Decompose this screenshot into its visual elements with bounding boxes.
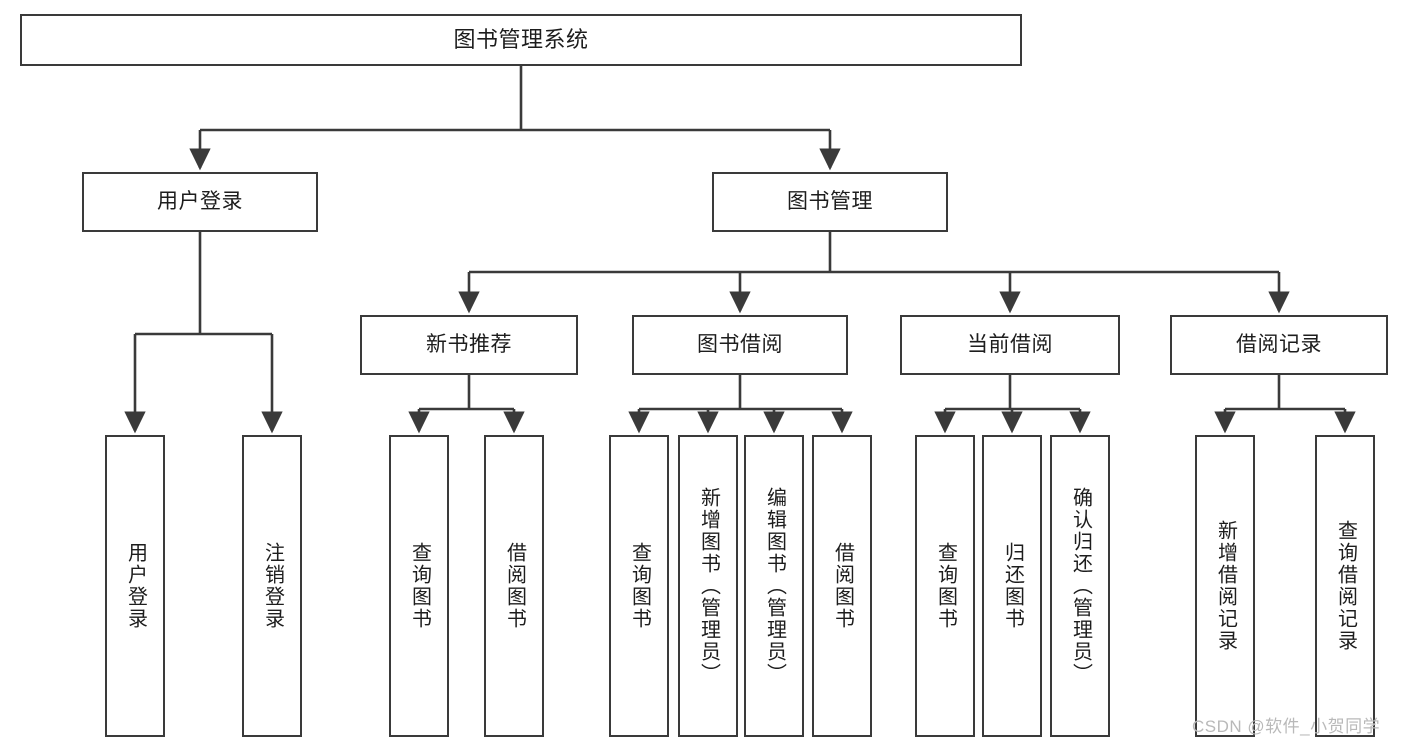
node-new-book-recommend[interactable]: 新书推荐: [360, 315, 578, 375]
node-book-borrow-label: 图书借阅: [697, 332, 783, 356]
node-leaf-add-record[interactable]: 新增借阅记录: [1195, 435, 1255, 737]
node-leaf-user-login-label: 用户登录: [124, 542, 147, 630]
node-book-management[interactable]: 图书管理: [712, 172, 948, 232]
node-leaf-query-book-3[interactable]: 查询图书: [915, 435, 975, 737]
node-current-borrow-label: 当前借阅: [967, 332, 1053, 356]
node-root[interactable]: 图书管理系统: [20, 14, 1022, 66]
node-leaf-edit-book[interactable]: 编辑图书（管理员）: [744, 435, 804, 737]
node-leaf-confirm-return-label: 确认归还（管理员）: [1069, 487, 1092, 685]
node-leaf-add-book[interactable]: 新增图书（管理员）: [678, 435, 738, 737]
node-leaf-return-book[interactable]: 归还图书: [982, 435, 1042, 737]
node-leaf-query-book-2-label: 查询图书: [628, 542, 651, 630]
node-current-borrow[interactable]: 当前借阅: [900, 315, 1120, 375]
node-leaf-logout-login-label: 注销登录: [261, 542, 284, 630]
node-leaf-borrow-book-2[interactable]: 借阅图书: [812, 435, 872, 737]
node-leaf-add-record-label: 新增借阅记录: [1214, 520, 1237, 652]
node-borrow-record[interactable]: 借阅记录: [1170, 315, 1388, 375]
node-leaf-borrow-book-2-label: 借阅图书: [831, 542, 854, 630]
node-leaf-return-book-label: 归还图书: [1001, 542, 1024, 630]
node-leaf-query-record-label: 查询借阅记录: [1334, 520, 1357, 652]
node-leaf-borrow-book-1-label: 借阅图书: [503, 542, 526, 630]
node-leaf-add-book-label: 新增图书（管理员）: [697, 487, 720, 685]
node-leaf-query-book-1-label: 查询图书: [408, 542, 431, 630]
node-leaf-logout-login[interactable]: 注销登录: [242, 435, 302, 737]
node-leaf-confirm-return[interactable]: 确认归还（管理员）: [1050, 435, 1110, 737]
node-leaf-query-book-3-label: 查询图书: [934, 542, 957, 630]
node-leaf-user-login[interactable]: 用户登录: [105, 435, 165, 737]
node-new-book-recommend-label: 新书推荐: [426, 332, 512, 356]
node-book-management-label: 图书管理: [787, 189, 873, 213]
node-root-label: 图书管理系统: [453, 27, 589, 53]
node-borrow-record-label: 借阅记录: [1236, 332, 1322, 356]
node-user-login-label: 用户登录: [157, 189, 243, 213]
node-book-borrow[interactable]: 图书借阅: [632, 315, 848, 375]
node-leaf-borrow-book-1[interactable]: 借阅图书: [484, 435, 544, 737]
node-leaf-query-book-2[interactable]: 查询图书: [609, 435, 669, 737]
csdn-watermark: CSDN @软件_小贺同学: [1192, 717, 1381, 736]
node-leaf-edit-book-label: 编辑图书（管理员）: [763, 487, 786, 685]
node-leaf-query-book-1[interactable]: 查询图书: [389, 435, 449, 737]
node-leaf-query-record[interactable]: 查询借阅记录: [1315, 435, 1375, 737]
node-user-login[interactable]: 用户登录: [82, 172, 318, 232]
